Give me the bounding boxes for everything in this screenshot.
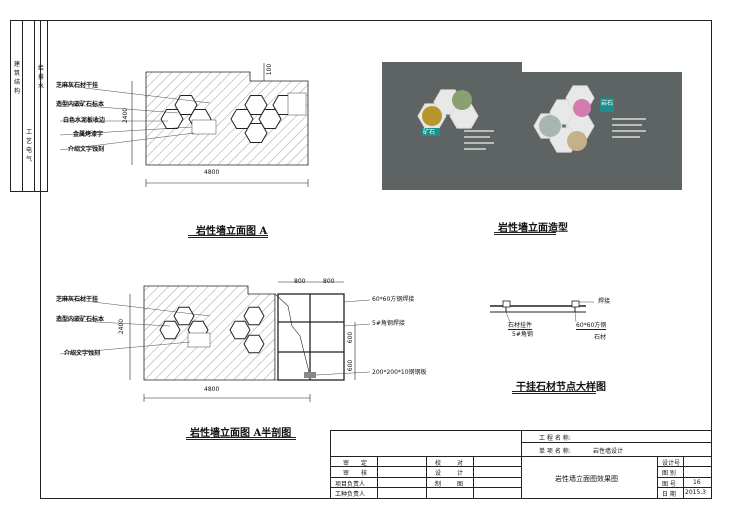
item-name-label: 单 项 名 称: — [539, 448, 571, 455]
date-label: 日 期 — [662, 491, 676, 498]
section-a-top-dim-1: 800 — [294, 278, 306, 285]
sheet-no-value: 16 — [693, 479, 701, 486]
side-char: 建 — [13, 61, 20, 68]
elev-a-label-5: 介绍文字蚀刻 — [68, 146, 105, 153]
elevation-a-drawing — [60, 63, 309, 187]
node-label-hanger: 石材挂件 — [508, 322, 533, 330]
side-char: 气 — [25, 156, 32, 163]
hexagon-frame — [244, 123, 268, 143]
section-a-label-1: 芝麻灰石材干挂 — [56, 296, 99, 303]
elev-a-label-3: 白色水泥板收边 — [63, 117, 106, 124]
tb-r2-c: 设 — [435, 470, 442, 477]
side-char: 工 — [25, 129, 32, 136]
hexagon-frame — [243, 306, 265, 326]
tb-r3-a: 项目负责人 — [335, 481, 366, 488]
tb-r2-b: 核 — [361, 470, 368, 477]
render-title: 岩性墙立面造型 — [498, 223, 568, 234]
elev-a-title: 岩性墙立面图 A — [196, 226, 268, 237]
section-a-label-2: 造型内嵌矿石标本 — [56, 316, 105, 323]
section-a-right-label-1: 60*60方钢焊接 — [372, 296, 415, 303]
side-char: 给 — [37, 65, 44, 72]
section-a-title: 岩性墙立面图 A半剖图 — [190, 428, 292, 439]
node-label-square-tube: 60*60方钢 — [576, 322, 607, 330]
hexagon-frame — [159, 320, 181, 340]
tb-r4-a: 工种负责人 — [335, 491, 366, 498]
side-char: 艺 — [25, 138, 32, 145]
elev-a-label-1: 芝麻灰石材干挂 — [56, 82, 99, 89]
design-no-label: 设计号 — [662, 460, 681, 467]
section-a-right-label-3: 200*200*10钢钢板 — [372, 369, 427, 376]
side-char: 构 — [13, 88, 20, 95]
item-name-value: 岩性墙设计 — [593, 448, 624, 455]
section-a-drawing — [60, 281, 371, 402]
tb-r2-a: 审 — [343, 470, 350, 477]
node-label-angle: 5#角钢 — [512, 331, 533, 338]
node-label-weld: 焊接 — [598, 298, 611, 305]
tb-r1-c: 校 — [435, 460, 442, 467]
render-view — [382, 62, 682, 190]
side-char: 水 — [37, 83, 44, 90]
tb-r1-a: 审 — [343, 460, 350, 467]
tb-r1-b: 定 — [361, 460, 368, 467]
section-a-width-dim: 4800 — [204, 386, 220, 393]
elev-a-label-2: 造型内嵌矿石标本 — [56, 101, 105, 108]
title-block: 工 程 名 称: 单 项 名 称: 岩性墙设计 岩性墙立面图效果图 审 定 校 … — [330, 430, 712, 499]
section-a-right-dim-2: 600 — [347, 359, 355, 372]
side-char: 筑 — [13, 70, 20, 77]
hexagon-frame — [229, 320, 251, 340]
section-a-label-3: 介绍文字蚀刻 — [64, 350, 101, 357]
tb-r3-c: 图 — [457, 481, 464, 488]
render-plaque-left: 矿石 — [423, 129, 436, 136]
hexagon-frame — [243, 334, 265, 354]
section-a-right-dim-1: 600 — [347, 331, 355, 344]
project-name-label: 工 程 名 称: — [539, 435, 571, 442]
side-char: 排 — [37, 74, 44, 81]
side-char: 结 — [13, 79, 20, 86]
discipline-sign-block: 建筑结构 工艺电气 给排水 — [10, 20, 48, 192]
date-value: 2015.3 — [685, 489, 706, 496]
section-a-top-dim-2: 800 — [323, 278, 335, 285]
sheet-no-label: 图 号 — [662, 481, 676, 488]
elev-a-height-dim: 2400 — [122, 107, 130, 124]
section-a-height-dim: 2400 — [118, 318, 126, 335]
node-detail-drawing — [490, 300, 594, 323]
elev-a-top-dim: 100 — [266, 63, 274, 76]
node-label-stone: 石材 — [594, 334, 607, 341]
node-detail-title: 干挂石材节点大样图 — [516, 382, 606, 393]
tb-r3-b: 制 — [435, 481, 442, 488]
section-a-right-label-2: 5#角钢焊接 — [372, 320, 405, 327]
hexagon-frame — [173, 306, 195, 326]
elev-a-label-4: 金属烤漆字 — [73, 131, 104, 138]
elev-a-width-dim: 4800 — [204, 169, 220, 176]
drawing-title: 岩性墙立面图效果图 — [555, 475, 618, 483]
render-plaque-right: 岩石 — [601, 100, 614, 107]
side-char: 电 — [25, 147, 32, 154]
tb-r1-d: 对 — [457, 460, 464, 467]
tb-r2-d: 计 — [457, 470, 464, 477]
sheet-type-label: 图 别 — [662, 470, 676, 477]
